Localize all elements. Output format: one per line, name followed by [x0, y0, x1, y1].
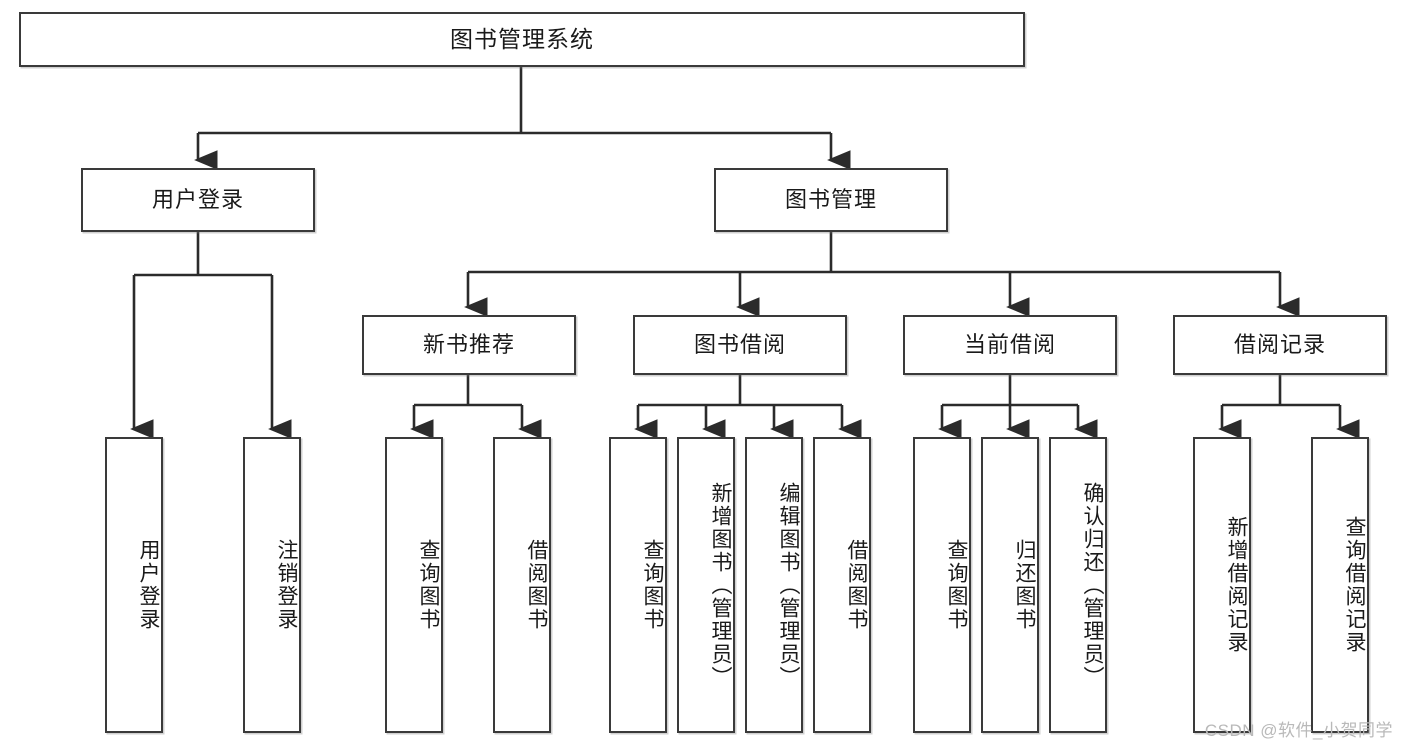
leaf-query-book-3[interactable]: 查询图书: [913, 437, 971, 733]
node-book-borrow-label: 图书借阅: [693, 331, 786, 357]
leaf-logout-login-label: 注销登录: [275, 539, 298, 631]
leaf-user-login-label: 用户登录: [137, 539, 160, 631]
node-user-login-label: 用户登录: [151, 186, 244, 212]
leaf-query-book-2-label: 查询图书: [641, 539, 664, 631]
node-user-login[interactable]: 用户登录: [81, 168, 315, 232]
node-borrow-record-label: 借阅记录: [1233, 331, 1326, 357]
leaf-return-book[interactable]: 归还图书: [981, 437, 1039, 733]
node-root-title[interactable]: 图书管理系统: [19, 12, 1025, 67]
leaf-logout-login[interactable]: 注销登录: [243, 437, 301, 733]
node-current-borrow[interactable]: 当前借阅: [903, 315, 1117, 375]
leaf-add-book-admin-label: 新增图书（管理员）: [709, 481, 732, 689]
leaf-confirm-return-admin[interactable]: 确认归还（管理员）: [1049, 437, 1107, 733]
node-root-label: 图书管理系统: [450, 25, 594, 52]
node-borrow-record[interactable]: 借阅记录: [1173, 315, 1387, 375]
leaf-edit-book-admin-label: 编辑图书（管理员）: [777, 481, 800, 689]
leaf-query-borrow-record-label: 查询借阅记录: [1343, 516, 1366, 654]
leaf-user-login[interactable]: 用户登录: [105, 437, 163, 733]
leaf-borrow-book-1[interactable]: 借阅图书: [493, 437, 551, 733]
leaf-add-borrow-record[interactable]: 新增借阅记录: [1193, 437, 1251, 733]
csdn-watermark: CSDN @软件_小贺同学: [1204, 721, 1393, 740]
leaf-confirm-return-admin-label: 确认归还（管理员）: [1081, 481, 1104, 689]
leaf-borrow-book-2[interactable]: 借阅图书: [813, 437, 871, 733]
node-book-management[interactable]: 图书管理: [714, 168, 948, 232]
leaf-add-borrow-record-label: 新增借阅记录: [1225, 516, 1248, 654]
node-new-book-recommend-label: 新书推荐: [422, 331, 515, 357]
leaf-borrow-book-1-label: 借阅图书: [525, 539, 548, 631]
node-new-book-recommend[interactable]: 新书推荐: [362, 315, 576, 375]
leaf-query-book-2[interactable]: 查询图书: [609, 437, 667, 733]
node-book-management-label: 图书管理: [784, 186, 877, 212]
node-book-borrow[interactable]: 图书借阅: [633, 315, 847, 375]
leaf-query-borrow-record[interactable]: 查询借阅记录: [1311, 437, 1369, 733]
node-current-borrow-label: 当前借阅: [963, 331, 1056, 357]
leaf-edit-book-admin[interactable]: 编辑图书（管理员）: [745, 437, 803, 733]
leaf-return-book-label: 归还图书: [1013, 539, 1036, 631]
leaf-add-book-admin[interactable]: 新增图书（管理员）: [677, 437, 735, 733]
leaf-query-book-1[interactable]: 查询图书: [385, 437, 443, 733]
leaf-query-book-3-label: 查询图书: [945, 539, 968, 631]
leaf-borrow-book-2-label: 借阅图书: [845, 539, 868, 631]
leaf-query-book-1-label: 查询图书: [417, 539, 440, 631]
